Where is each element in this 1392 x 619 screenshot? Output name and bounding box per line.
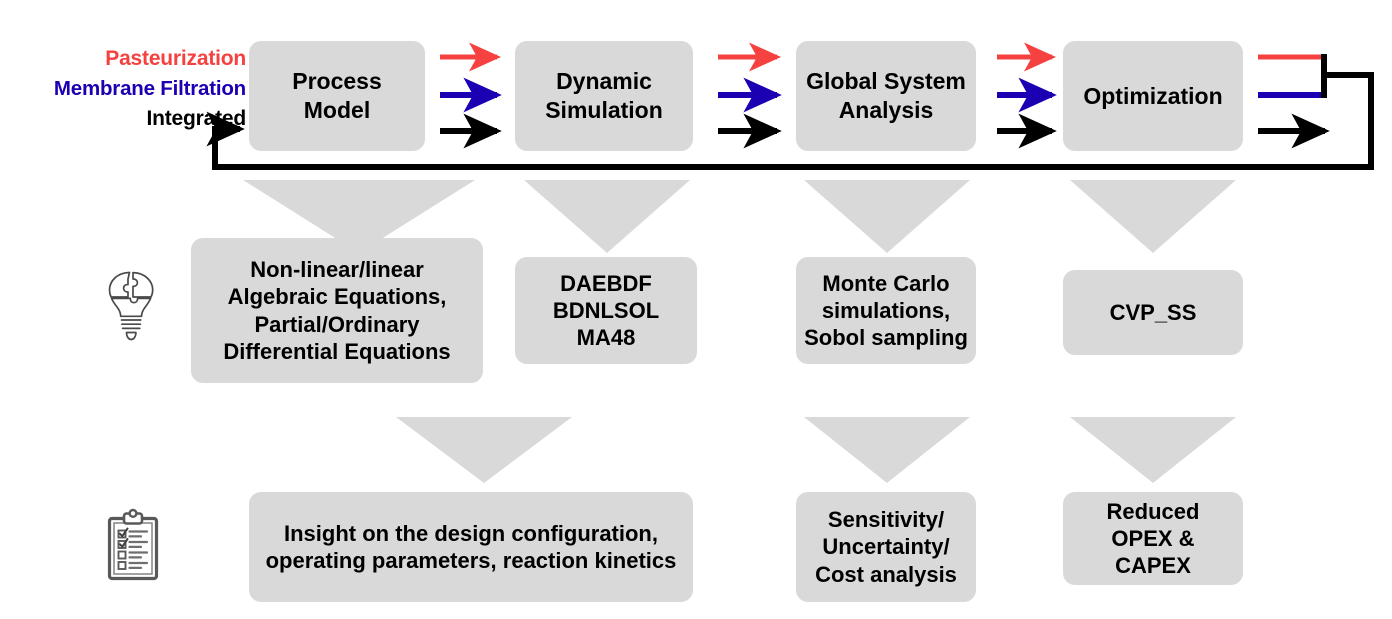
legend-item-membrane-filtration: Membrane Filtration [53,77,246,100]
puzzle-lightbulb-icon [108,271,154,341]
chevron-down-icon-sensitivity [804,417,970,483]
node-equations-line2: Algebraic Equations, [227,284,447,310]
chevron-down-icon-insight [396,417,572,483]
node-solvers[interactable]: DAEBDF BDNLSOL MA48 [515,257,697,364]
node-cvpss[interactable]: CVP_SS [1063,270,1243,355]
node-optimization-label: Optimization [1083,82,1223,109]
chevron-down-icon-solvers [524,180,690,253]
flow-arrows-gap-2 [718,42,782,149]
node-equations-line1: Non-linear/linear [250,256,424,282]
node-solvers-line2: BDNLSOL [552,297,660,323]
node-global-system-analysis-line2: Analysis [838,97,934,123]
legend-item-pasteurization: Pasteurization [105,47,246,70]
node-equations-line3: Partial/Ordinary [254,311,420,337]
node-optimization[interactable]: Optimization [1063,41,1243,151]
node-dynamic-simulation-line2: Simulation [545,97,663,123]
flow-arrows-gap-4 [1258,54,1330,149]
flow-arrows-gap-3 [997,42,1057,149]
node-process-model[interactable]: Process Model [249,41,425,151]
node-global-system-analysis-line1: Global System [806,68,966,95]
node-cvpss-label: CVP_SS [1109,299,1197,325]
node-dynamic-simulation-line1: Dynamic [556,68,652,95]
chevron-down-icon-cvpss [1070,180,1236,253]
node-insight-line1: Insight on the design configuration, [284,520,658,546]
node-global-system-analysis[interactable]: Global System Analysis [796,41,976,151]
node-equations[interactable]: Non-linear/linear Algebraic Equations, P… [191,238,483,383]
clipboard-checklist-icon [107,508,159,581]
node-sensitivity-line1: Sensitivity/ [827,507,945,533]
node-process-model-label: Process Model [292,68,382,123]
node-reduced-opex-capex[interactable]: Reduced OPEX & CAPEX [1063,492,1243,585]
node-monte-carlo-line2: simulations, [821,297,951,323]
node-reduced-line1: Reduced [1106,498,1200,524]
node-monte-carlo-line3: Sobol sampling [804,325,968,351]
node-dynamic-simulation[interactable]: Dynamic Simulation [515,41,693,151]
node-sensitivity-line3: Cost analysis [815,561,957,587]
chevron-down-icon-reduced [1070,417,1236,483]
node-monte-carlo[interactable]: Monte Carlo simulations, Sobol sampling [796,257,976,364]
legend-item-integrated: Integrated [146,107,246,130]
node-equations-line4: Differential Equations [223,338,451,364]
node-insight[interactable]: Insight on the design configuration, ope… [249,492,693,602]
legend: Pasteurization Membrane Filtration Integ… [0,44,246,134]
node-solvers-line1: DAEBDF [560,270,652,296]
node-monte-carlo-line1: Monte Carlo [822,270,950,296]
node-solvers-line3: MA48 [576,325,636,351]
flow-arrows-gap-1 [440,42,502,149]
chevron-down-icon-montecarlo [804,180,970,253]
node-sensitivity[interactable]: Sensitivity/ Uncertainty/ Cost analysis [796,492,976,602]
node-insight-line2: operating parameters, reaction kinetics [265,548,677,573]
node-reduced-line2: OPEX & CAPEX [1111,525,1195,579]
node-sensitivity-line2: Uncertainty/ [822,534,950,560]
